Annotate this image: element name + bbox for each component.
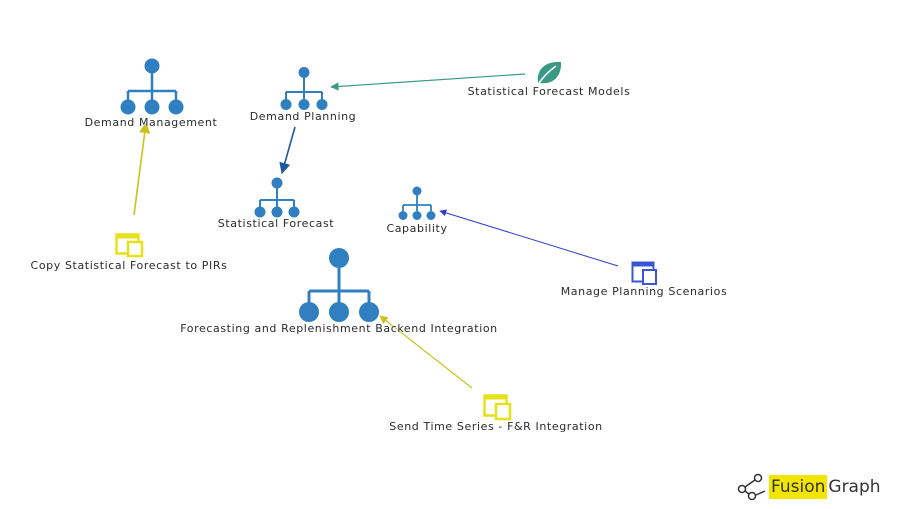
node-label-capability: Capability — [386, 222, 448, 235]
hierarchy-icon[interactable] — [253, 177, 301, 219]
edge-time-series-to-fr-backend — [379, 315, 473, 389]
hierarchy-icon[interactable] — [397, 186, 437, 222]
hierarchy-icon[interactable] — [120, 58, 184, 116]
edge-demand-planning-to-statistical-forecast — [279, 126, 296, 175]
node-label-send-time-series: Send Time Series - F&R Integration — [389, 420, 603, 433]
app-window-icon[interactable] — [115, 233, 145, 259]
node-label-statistical-forecast: Statistical Forecast — [217, 217, 335, 230]
edge-models-to-demand-planning — [330, 73, 526, 91]
app-window-icon[interactable] — [631, 261, 659, 287]
graph-nodes-icon — [737, 473, 766, 501]
node-label-statistical-forecast-models: Statistical Forecast Models — [467, 85, 631, 98]
hierarchy-icon[interactable] — [279, 66, 329, 112]
edge-copy-forecast-to-demand-management — [133, 121, 151, 216]
node-label-manage-planning-scenarios: Manage Planning Scenarios — [560, 285, 728, 298]
logo-text-fusion: Fusion — [769, 475, 828, 499]
node-label-fr-backend-integration: Forecasting and Replenishment Backend In… — [180, 322, 498, 335]
hierarchy-icon[interactable] — [296, 247, 382, 325]
leaf-icon[interactable] — [534, 59, 564, 87]
edge-scenarios-to-capability — [439, 209, 619, 267]
node-label-copy-statistical-forecast: Copy Statistical Forecast to PIRs — [30, 259, 228, 272]
logo-text-graph: Graph — [828, 477, 881, 497]
node-label-demand-planning: Demand Planning — [249, 110, 357, 123]
node-label-demand-management: Demand Management — [84, 116, 218, 129]
app-window-icon[interactable] — [483, 394, 513, 422]
